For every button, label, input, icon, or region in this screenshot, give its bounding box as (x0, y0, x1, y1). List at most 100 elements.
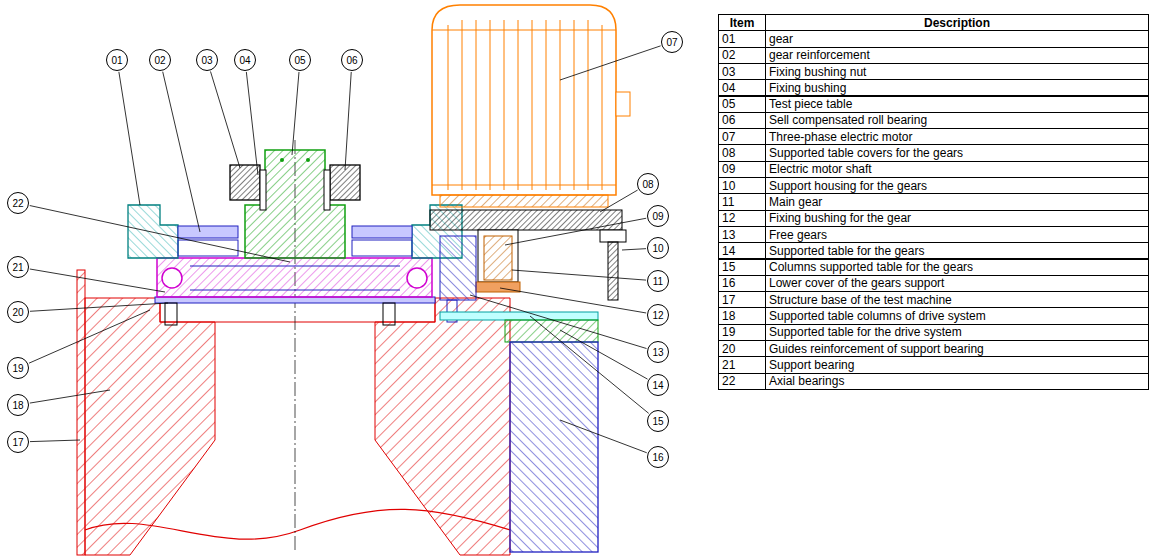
callout-circle: 08 (637, 173, 659, 195)
callout-circle: 03 (196, 49, 218, 71)
cell-text: 07 (719, 130, 735, 144)
callout-circle: 10 (647, 237, 669, 259)
cell-text: 08 (719, 146, 735, 160)
cell-text: 02 (719, 48, 735, 62)
table-cell: Three-phase electric motor (765, 128, 1149, 145)
table-cell: Fixing bushing for the gear (765, 210, 1149, 227)
callout-number: 13 (652, 347, 663, 358)
table-cell: 18 (718, 307, 766, 324)
leader-line (600, 190, 638, 212)
leader-line (30, 269, 165, 292)
cell-text: Columns supported table for the gears (766, 260, 973, 274)
cell-text: Supported table columns of drive system (766, 309, 986, 323)
callout-circle: 05 (289, 49, 311, 71)
table-cell: gear (765, 30, 1149, 47)
table-cell: Axial bearings (765, 373, 1149, 390)
callout-circle: 07 (661, 31, 683, 53)
callout-number: 15 (652, 416, 663, 427)
cell-text: 04 (719, 81, 735, 95)
leader-line (622, 249, 646, 250)
table-cell: 01 (718, 30, 766, 47)
leader-line (30, 390, 110, 403)
table-cell: 14 (718, 242, 766, 259)
callout-circle: 17 (7, 431, 29, 453)
table-cell: 06 (718, 112, 766, 129)
callout-number: 19 (12, 363, 23, 374)
leader-line (505, 218, 646, 245)
cell-text: 06 (719, 113, 735, 127)
leader-line (119, 72, 140, 205)
leader-line (560, 46, 661, 80)
callout-number: 09 (652, 211, 663, 222)
cell-text: Lower cover of the gears support (766, 276, 944, 290)
leader-line (470, 295, 647, 349)
table-header: Item (718, 14, 766, 31)
table-cell: 07 (718, 128, 766, 145)
table-cell: 15 (718, 259, 766, 276)
table-cell: Lower cover of the gears support (765, 275, 1149, 292)
cell-text: 17 (719, 293, 735, 307)
callout-circle: 04 (234, 49, 256, 71)
table-cell: Test piece table (765, 96, 1149, 113)
cell-text: Electric motor shaft (766, 162, 872, 176)
table-cell: 22 (718, 373, 766, 390)
callout-circle: 21 (7, 256, 29, 278)
callout-number: 02 (154, 55, 165, 66)
table-cell: Supported table for the gears (765, 242, 1149, 259)
callout-number: 12 (652, 310, 663, 321)
callout-number: 07 (666, 37, 677, 48)
callout-number: 05 (294, 55, 305, 66)
callout-circle: 18 (7, 394, 29, 416)
leader-line (530, 316, 649, 413)
table-cell: 19 (718, 324, 766, 341)
table-cell: 03 (718, 63, 766, 80)
header-text: Description (924, 16, 990, 30)
table-cell: Structure base of the test machine (765, 291, 1149, 308)
table-cell: Fixing bushing (765, 79, 1149, 96)
table-cell: 11 (718, 193, 766, 210)
leader-line (560, 420, 647, 453)
cell-text: Fixing bushing (766, 81, 846, 95)
cell-text: 19 (719, 325, 735, 339)
callout-number: 04 (239, 55, 250, 66)
cell-text: Supported table for the gears (766, 244, 924, 258)
callout-circle: 14 (647, 374, 669, 396)
table-cell: 04 (718, 79, 766, 96)
cell-text: Axial bearings (766, 374, 844, 388)
cell-text: 20 (719, 342, 735, 356)
leader-line (30, 440, 80, 442)
cell-text: 11 (719, 195, 734, 209)
leader-line (211, 71, 240, 168)
callout-number: 06 (346, 55, 357, 66)
callout-circle: 11 (647, 270, 669, 292)
table-cell: 17 (718, 291, 766, 308)
callout-circle: 15 (647, 410, 669, 432)
callout-number: 20 (12, 307, 23, 318)
cell-text: 18 (719, 309, 735, 323)
table-cell: 16 (718, 275, 766, 292)
table-cell: Fixing bushing nut (765, 63, 1149, 80)
table-cell: Support bearing (765, 356, 1149, 373)
callout-circle: 16 (647, 446, 669, 468)
cell-text: 16 (719, 276, 735, 290)
cell-text: 09 (719, 162, 735, 176)
cell-text: gear (766, 32, 793, 46)
table-cell: Electric motor shaft (765, 161, 1149, 178)
callout-circle: 09 (647, 205, 669, 227)
cell-text: gear reinforcement (766, 48, 870, 62)
table-cell: 05 (718, 96, 766, 113)
cell-text: 21 (719, 358, 735, 372)
table-cell: Supported table columns of drive system (765, 307, 1149, 324)
cell-text: Fixing bushing nut (766, 65, 866, 79)
cell-text: 13 (719, 228, 735, 242)
callout-circle: 02 (149, 49, 171, 71)
callout-number: 08 (642, 179, 653, 190)
callout-number: 22 (12, 198, 23, 209)
cell-text: 14 (719, 244, 735, 258)
table-cell: Free gears (765, 226, 1149, 243)
table-cell: 10 (718, 177, 766, 194)
callout-circle: 20 (7, 301, 29, 323)
callout-number: 21 (12, 262, 23, 273)
table-cell: Supported table covers for the gears (765, 144, 1149, 161)
callout-circle: 01 (106, 49, 128, 71)
